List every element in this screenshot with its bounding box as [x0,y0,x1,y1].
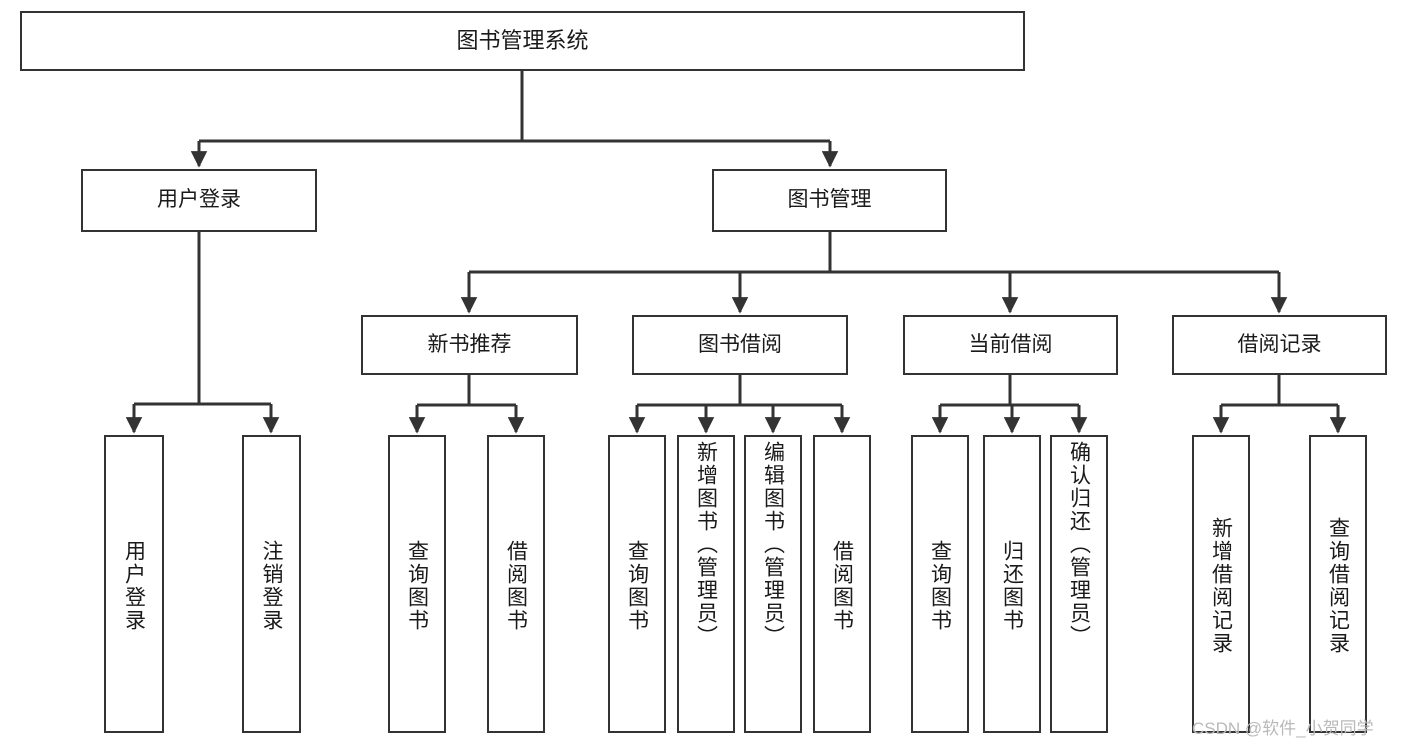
csdn-watermark: CSDN @软件_小贺同学 [1192,719,1374,738]
node-new-book-rec[interactable]: 新书推荐 [361,315,578,375]
node-book-borrow-label: 图书借阅 [698,332,782,356]
node-leaf-query-book-borrow-label: 查询图书 [625,540,649,632]
node-leaf-add-record-label: 新增借阅记录 [1209,517,1233,655]
node-leaf-add-record[interactable]: 新增借阅记录 [1192,435,1250,733]
node-leaf-edit-book[interactable]: 编辑图书（管理员） [744,435,802,733]
node-current-borrow-label: 当前借阅 [968,332,1053,356]
node-leaf-return-book[interactable]: 归还图书 [983,435,1041,733]
node-borrow-record-label: 借阅记录 [1237,332,1322,356]
node-user-login[interactable]: 用户登录 [81,169,317,232]
node-leaf-logout[interactable]: 注销登录 [242,435,301,733]
node-leaf-borrow-book-rec-label: 借阅图书 [504,540,528,632]
node-book-manage-label: 图书管理 [787,188,872,212]
node-leaf-query-book-borrow[interactable]: 查询图书 [608,435,666,733]
node-leaf-add-book[interactable]: 新增图书（管理员） [677,435,735,733]
node-leaf-edit-book-label: 编辑图书（管理员） [761,441,785,648]
node-leaf-query-book-rec-label: 查询图书 [405,540,429,632]
node-leaf-query-book-rec[interactable]: 查询图书 [388,435,446,733]
node-root[interactable]: 图书管理系统 [20,11,1025,71]
node-root-label: 图书管理系统 [456,28,589,54]
node-book-manage[interactable]: 图书管理 [712,169,947,232]
node-leaf-confirm-return[interactable]: 确认归还（管理员） [1050,435,1108,733]
node-leaf-add-book-label: 新增图书（管理员） [694,441,718,648]
node-leaf-logout-label: 注销登录 [260,540,283,632]
node-user-login-label: 用户登录 [157,188,241,212]
node-leaf-return-book-label: 归还图书 [1000,540,1024,632]
node-leaf-borrow-book-rec[interactable]: 借阅图书 [487,435,545,733]
node-current-borrow[interactable]: 当前借阅 [903,315,1118,375]
node-leaf-borrow-book-label: 借阅图书 [830,540,854,632]
node-leaf-query-book-cur-label: 查询图书 [928,540,952,632]
node-leaf-query-record-label: 查询借阅记录 [1326,517,1350,655]
node-leaf-query-book-cur[interactable]: 查询图书 [911,435,969,733]
node-borrow-record[interactable]: 借阅记录 [1172,315,1387,375]
node-new-book-rec-label: 新书推荐 [427,332,512,356]
node-leaf-user-login[interactable]: 用户登录 [104,435,164,733]
node-leaf-confirm-return-label: 确认归还（管理员） [1067,441,1091,648]
node-leaf-borrow-book[interactable]: 借阅图书 [813,435,871,733]
node-leaf-query-record[interactable]: 查询借阅记录 [1309,435,1367,733]
node-leaf-user-login-label: 用户登录 [122,540,146,632]
node-book-borrow[interactable]: 图书借阅 [632,315,848,375]
